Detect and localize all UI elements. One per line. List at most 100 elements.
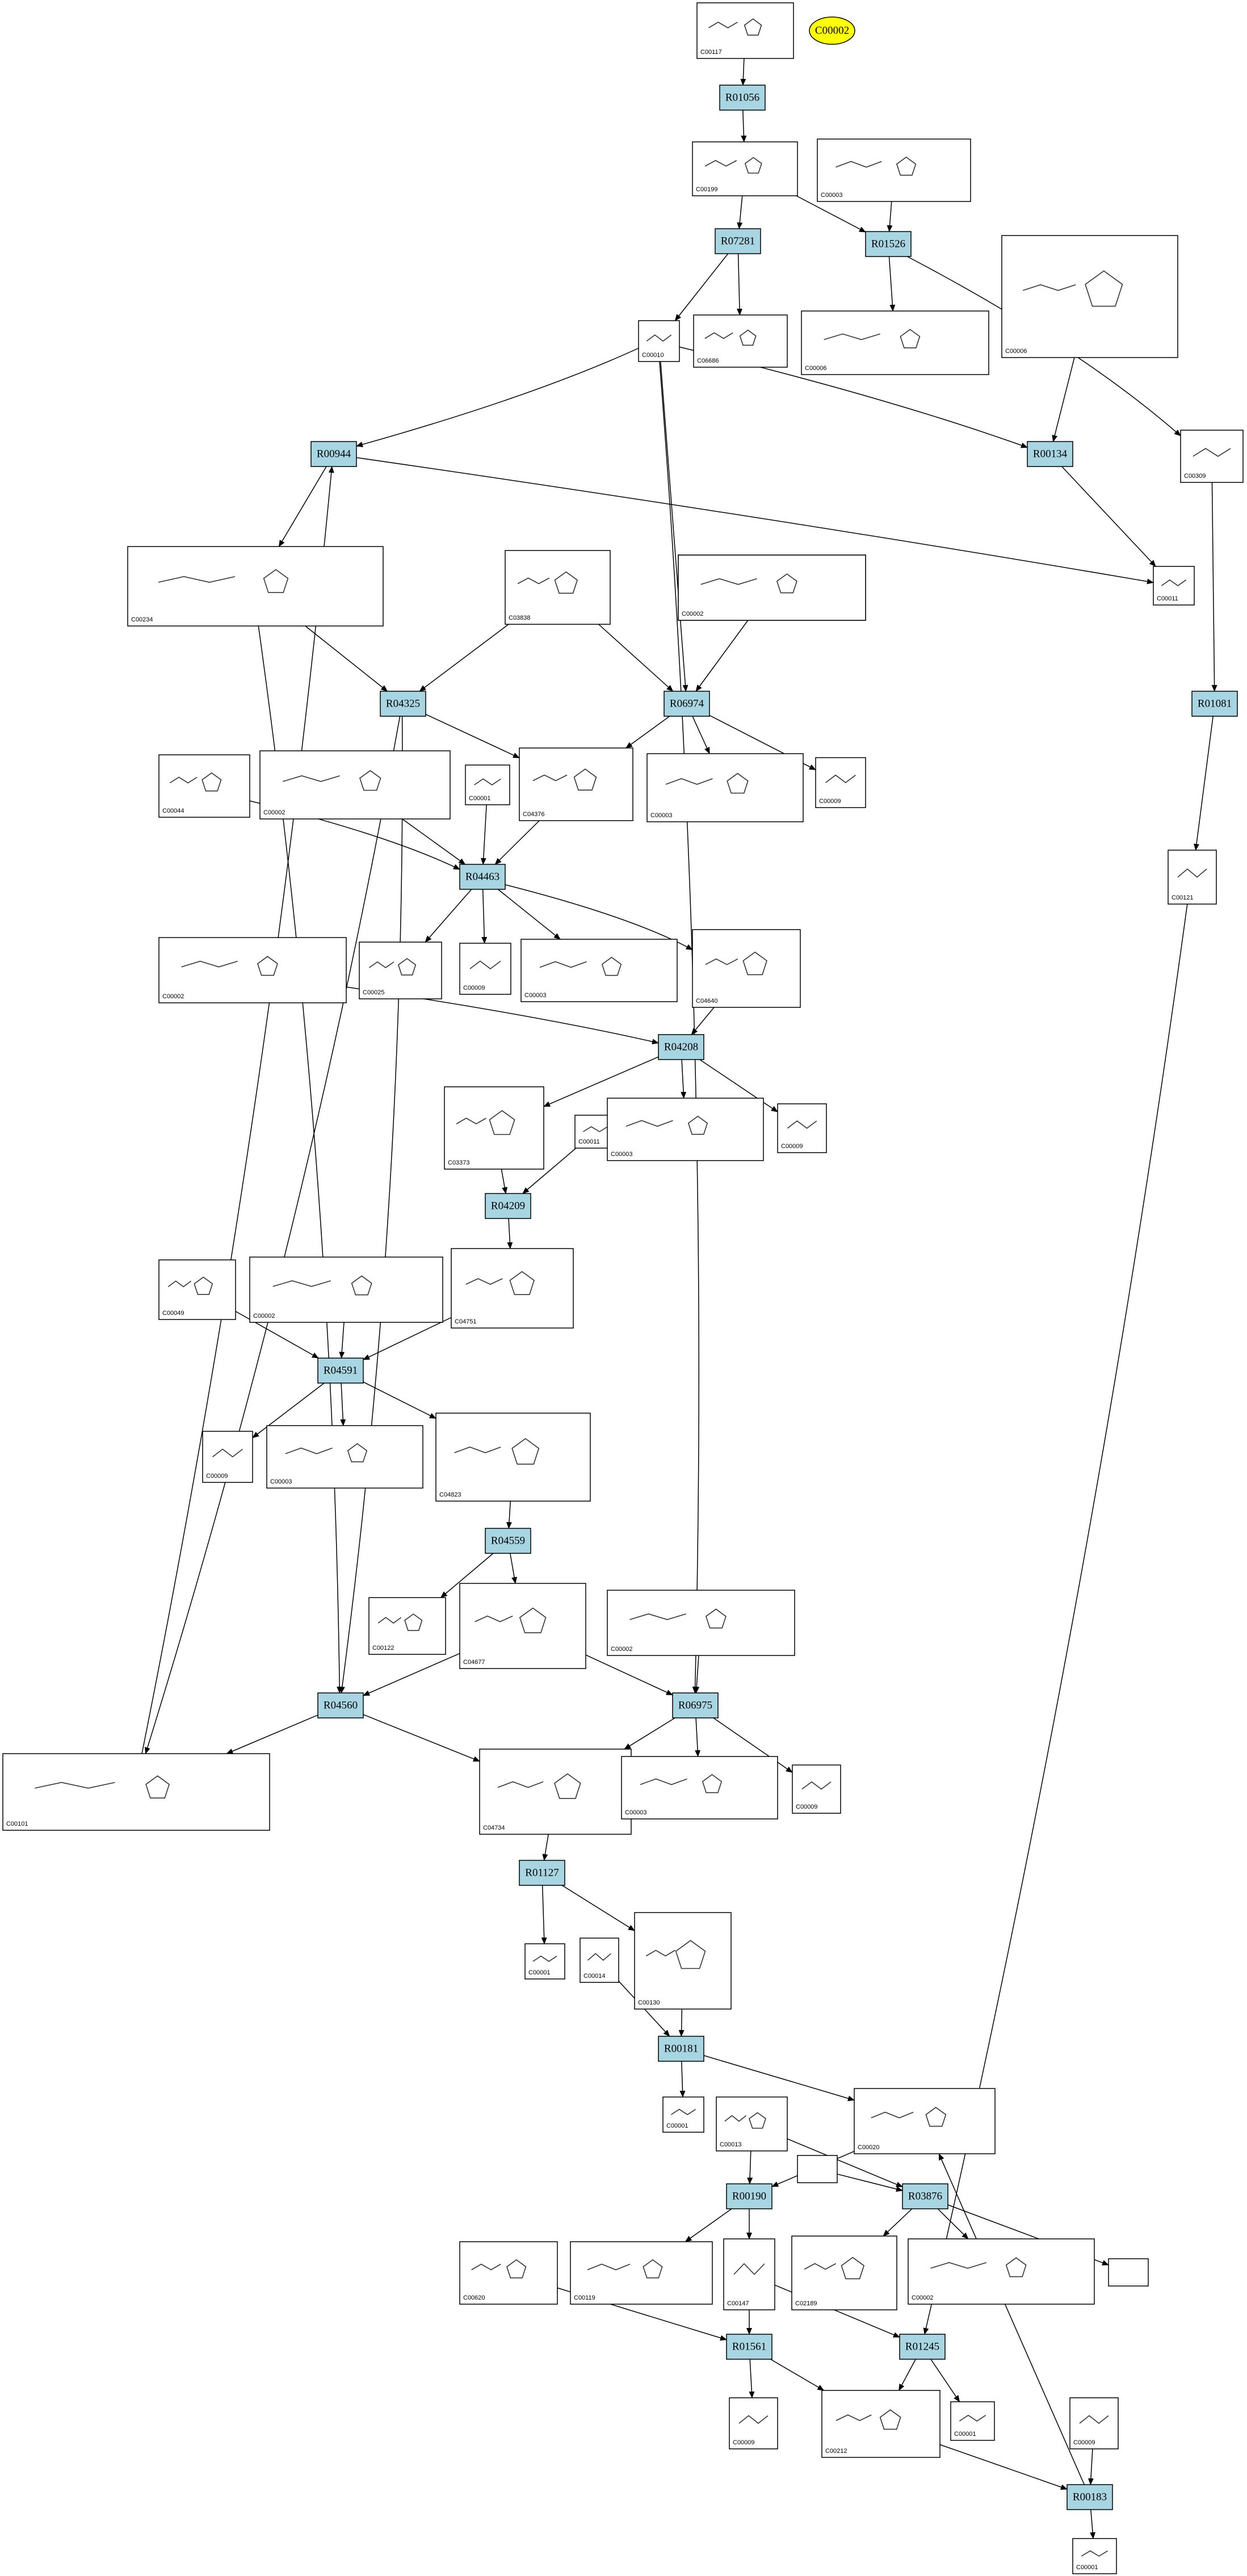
- bond-glyph: [835, 161, 882, 168]
- compound-node[interactable]: C00009: [777, 1103, 827, 1153]
- compound-node[interactable]: C00002: [249, 1257, 443, 1323]
- reaction-node[interactable]: R00190: [726, 2183, 772, 2209]
- compound-node[interactable]: C00003: [817, 138, 971, 202]
- compound-node[interactable]: C03373: [444, 1086, 544, 1170]
- compound-node[interactable]: C00620: [459, 2241, 558, 2305]
- compound-node[interactable]: C00002: [678, 554, 866, 621]
- compound-node[interactable]: [797, 2155, 838, 2183]
- legend-ellipse: [809, 16, 855, 45]
- reaction-node[interactable]: R04209: [485, 1193, 531, 1219]
- compound-node[interactable]: C00049: [158, 1259, 236, 1320]
- edge: [737, 195, 743, 229]
- reaction-node[interactable]: R04591: [317, 1358, 364, 1384]
- reaction-node[interactable]: R04560: [317, 1692, 364, 1718]
- compound-id: C04677: [463, 1659, 485, 1666]
- compound-node[interactable]: C00117: [696, 2, 794, 59]
- compound-node[interactable]: C00009: [459, 943, 511, 995]
- structure-glyph: [629, 1608, 727, 1629]
- compound-node[interactable]: C04823: [435, 1413, 591, 1502]
- reaction-node[interactable]: R00944: [310, 441, 357, 467]
- reaction-node[interactable]: R04463: [459, 864, 506, 890]
- compound-box: [202, 1431, 253, 1483]
- compound-node[interactable]: C00009: [202, 1431, 253, 1483]
- compound-node[interactable]: C00001: [524, 1943, 565, 1980]
- compound-node[interactable]: C00003: [621, 1756, 778, 1819]
- reaction-node[interactable]: R06975: [672, 1692, 719, 1718]
- compound-box: [716, 2096, 788, 2151]
- reaction-node[interactable]: R01245: [899, 2334, 946, 2360]
- compound-node[interactable]: C00020: [854, 2088, 996, 2154]
- reaction-node[interactable]: R01526: [865, 231, 912, 257]
- structure-glyph: [705, 951, 767, 976]
- compound-node[interactable]: C00003: [607, 1098, 764, 1161]
- compound-node[interactable]: C00002: [607, 1590, 795, 1656]
- compound-node[interactable]: C00002: [158, 937, 347, 1003]
- reaction-node[interactable]: R04325: [380, 691, 426, 717]
- compound-node[interactable]: C00001: [465, 764, 510, 805]
- bond-glyph: [700, 578, 757, 585]
- compound-id: C00010: [642, 352, 664, 359]
- reaction-id: R04559: [491, 1535, 525, 1547]
- compound-node[interactable]: C00011: [1153, 566, 1195, 606]
- compound-node[interactable]: C00147: [723, 2238, 775, 2310]
- compound-node[interactable]: C00010: [638, 320, 680, 362]
- compound-node[interactable]: C00234: [127, 546, 384, 627]
- compound-node[interactable]: C04751: [451, 1248, 574, 1329]
- reaction-node[interactable]: R00181: [658, 2036, 704, 2062]
- compound-node[interactable]: C04376: [519, 747, 633, 821]
- compound-node[interactable]: C00121: [1168, 850, 1217, 905]
- ring-glyph: [702, 1774, 723, 1793]
- reaction-node[interactable]: R00183: [1067, 2484, 1113, 2510]
- reaction-node[interactable]: R04208: [658, 1034, 704, 1060]
- compound-node[interactable]: C00013: [716, 2096, 788, 2151]
- compound-node[interactable]: C00199: [692, 141, 798, 196]
- compound-node[interactable]: C00001: [662, 2096, 704, 2133]
- compound-node[interactable]: C00009: [815, 757, 866, 808]
- compound-node[interactable]: C00002: [908, 2238, 1095, 2305]
- compound-node[interactable]: C00014: [580, 1938, 619, 1983]
- compound-node[interactable]: C00101: [2, 1753, 270, 1831]
- reaction-node[interactable]: R07281: [715, 228, 761, 254]
- compound-node[interactable]: C00001: [1072, 2538, 1117, 2574]
- reaction-id: R04463: [465, 871, 499, 883]
- compound-node[interactable]: C06686: [693, 314, 788, 368]
- reaction-node[interactable]: R01127: [519, 1860, 565, 1886]
- compound-node[interactable]: C02189: [791, 2235, 897, 2310]
- compound-node[interactable]: C00122: [368, 1597, 446, 1655]
- compound-node[interactable]: [1108, 2258, 1149, 2287]
- compound-node[interactable]: C00006: [1001, 235, 1178, 358]
- bond-glyph: [787, 1120, 817, 1129]
- reaction-node[interactable]: R03876: [902, 2183, 948, 2209]
- compound-node[interactable]: C04640: [692, 929, 801, 1008]
- compound-node[interactable]: C00309: [1180, 430, 1244, 483]
- compound-node[interactable]: C00001: [950, 2401, 995, 2441]
- structure-glyph: [959, 2414, 986, 2422]
- compound-node[interactable]: C00119: [570, 2241, 713, 2305]
- compound-node[interactable]: C00212: [821, 2390, 941, 2458]
- reaction-node[interactable]: R00134: [1027, 441, 1073, 467]
- compound-node[interactable]: C03838: [505, 550, 611, 625]
- compound-node[interactable]: C00006: [801, 310, 989, 375]
- compound-node[interactable]: C00009: [729, 2397, 778, 2449]
- compound-id: C00003: [270, 1478, 292, 1485]
- compound-node[interactable]: C00130: [634, 1912, 732, 2010]
- reaction-node[interactable]: R01081: [1191, 691, 1238, 717]
- compound-node[interactable]: C00009: [1069, 2397, 1119, 2449]
- reaction-node[interactable]: R01561: [726, 2334, 772, 2360]
- compound-node[interactable]: C00003: [266, 1425, 423, 1489]
- compound-node[interactable]: C00002: [259, 750, 451, 820]
- compound-node[interactable]: C00009: [792, 1764, 841, 1814]
- compound-node[interactable]: C00003: [520, 939, 678, 1002]
- compound-id: C00002: [162, 993, 184, 1000]
- reaction-node[interactable]: R04559: [485, 1528, 531, 1554]
- compound-node[interactable]: C00025: [359, 942, 442, 999]
- edge: [888, 256, 896, 312]
- ring-glyph: [397, 958, 417, 976]
- reaction-node[interactable]: R01056: [719, 85, 766, 111]
- compound-node[interactable]: C04677: [459, 1583, 586, 1669]
- legend-oval[interactable]: C00002: [809, 16, 855, 45]
- compound-node[interactable]: C00044: [158, 754, 250, 818]
- compound-node[interactable]: C00003: [646, 753, 804, 822]
- compound-node[interactable]: C04734: [479, 1749, 632, 1835]
- reaction-node[interactable]: R06974: [664, 691, 710, 717]
